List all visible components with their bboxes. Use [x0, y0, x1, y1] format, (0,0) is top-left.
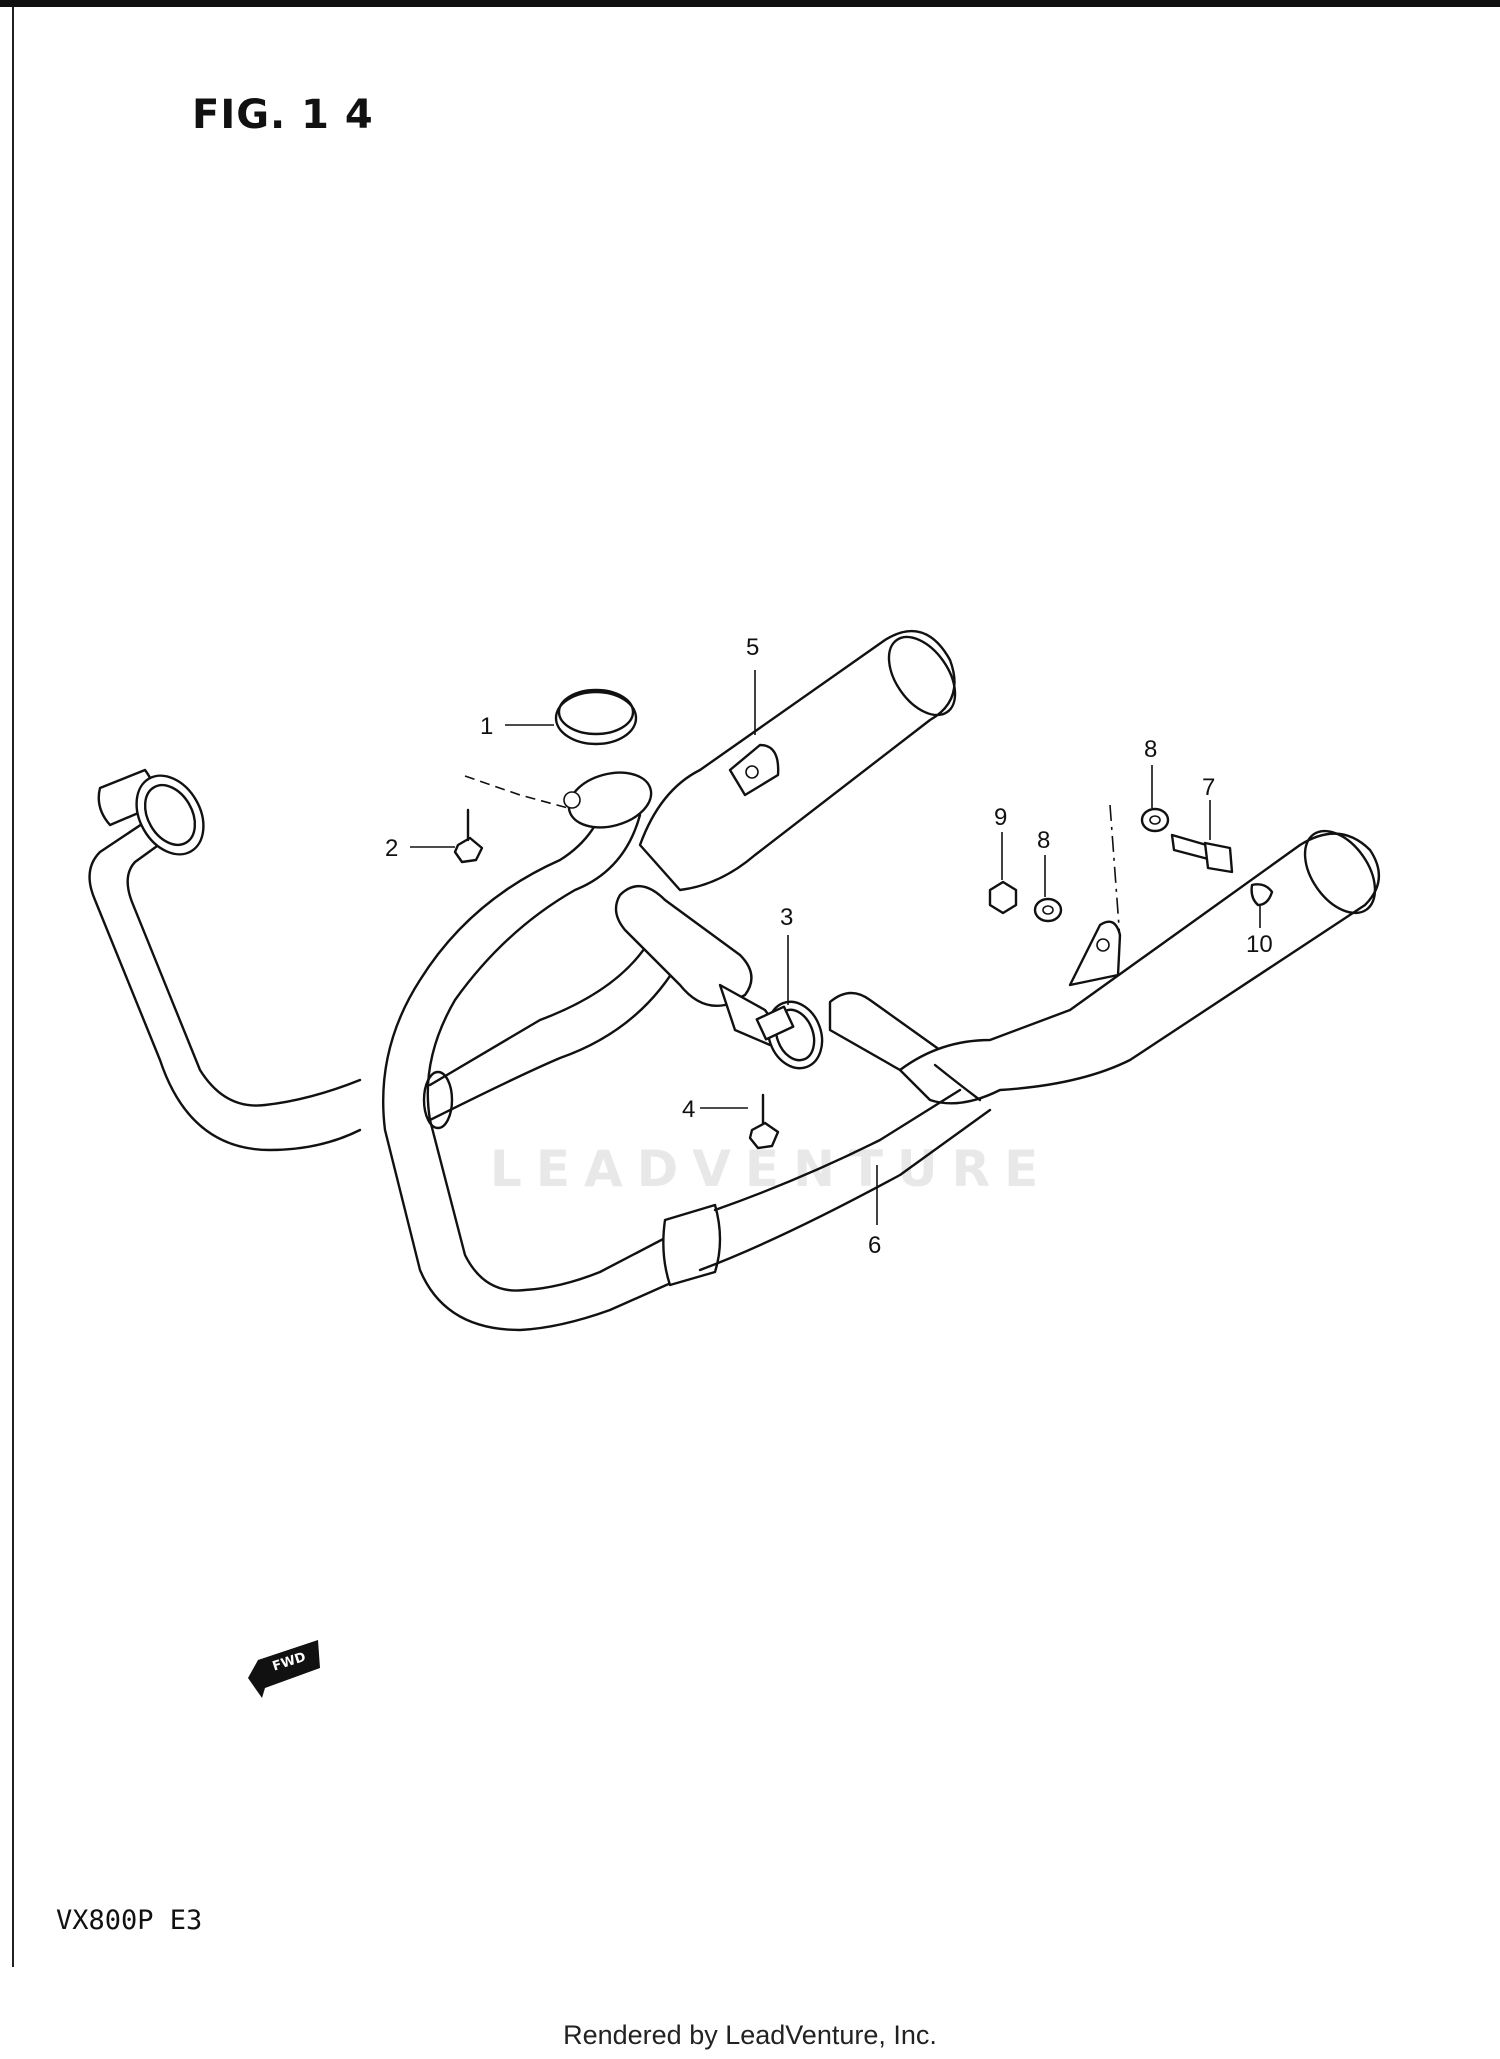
- front-header-pipe: [88, 768, 362, 1152]
- leader-lines: [410, 670, 1261, 1225]
- front-muffler: [898, 829, 1381, 1105]
- top-border: [0, 0, 1500, 7]
- callout-labels: 1 2 3 4 5 6 7 8 8 9 10: [385, 634, 1273, 1259]
- gasket: [554, 688, 638, 746]
- clamp: [755, 1000, 824, 1070]
- cap: [1250, 883, 1274, 907]
- callout-8-upper: 8: [1144, 736, 1157, 763]
- callout-2: 2: [385, 835, 398, 862]
- callout-3: 3: [780, 904, 793, 931]
- callout-6: 6: [868, 1232, 881, 1259]
- watermark: LEADVENTURE: [490, 1140, 1053, 1198]
- callout-10: 10: [1246, 931, 1273, 958]
- model-code: VX800P E3: [56, 1905, 203, 1936]
- rear-muffler: [638, 630, 957, 892]
- washer: [1033, 897, 1063, 923]
- callout-7: 7: [1202, 774, 1215, 801]
- bolt-clamp: [748, 1093, 780, 1150]
- callout-8-lower: 8: [1037, 827, 1050, 854]
- callout-1: 1: [480, 713, 493, 740]
- footer-credit: Rendered by LeadVenture, Inc.: [563, 2020, 937, 2050]
- mounting-hardware: [988, 807, 1274, 923]
- forward-arrow-icon: FWD: [248, 1640, 320, 1698]
- pipe-sleeve: [662, 1088, 992, 1287]
- washer-upper: [1140, 807, 1170, 833]
- nut: [988, 880, 1018, 915]
- figure-title: FIG. 1 4: [192, 92, 374, 138]
- left-border: [12, 7, 14, 1967]
- callout-9: 9: [994, 804, 1007, 831]
- rear-header-pipe: [382, 771, 702, 1332]
- callout-4: 4: [682, 1096, 695, 1123]
- bolt: [453, 808, 484, 864]
- callout-5: 5: [746, 634, 759, 661]
